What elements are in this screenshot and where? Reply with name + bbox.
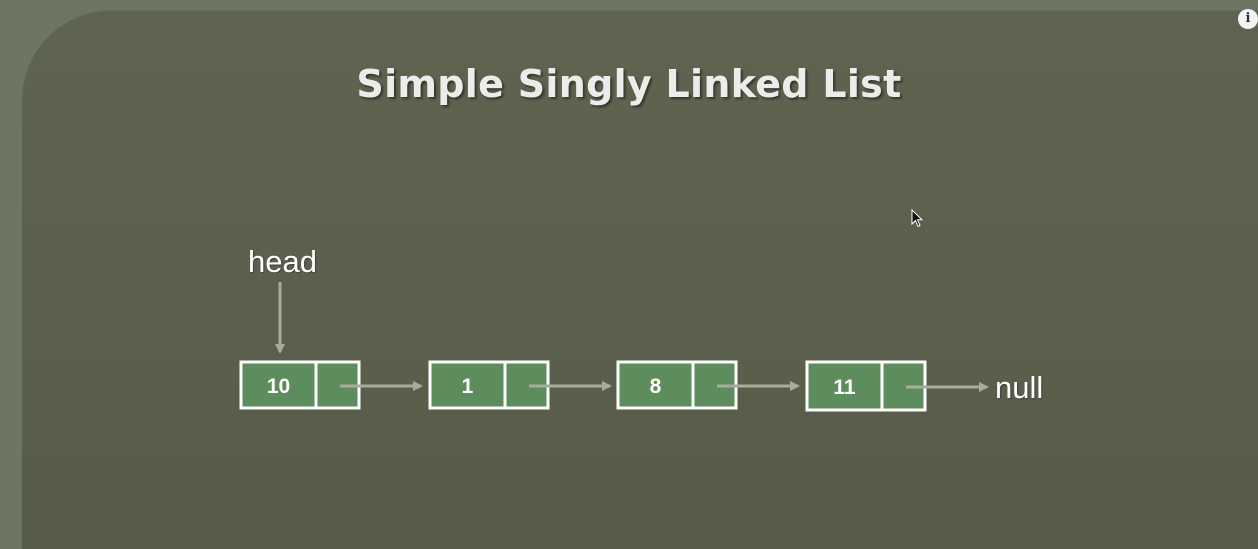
info-icon[interactable]: i xyxy=(1238,9,1258,29)
node-value: 1 xyxy=(462,375,474,398)
node-value: 10 xyxy=(267,375,290,398)
list-node: 1 xyxy=(428,360,550,410)
mouse-pointer-icon xyxy=(911,209,924,228)
list-node: 8 xyxy=(616,360,738,410)
node-data-cell xyxy=(428,360,507,410)
list-node: 11 xyxy=(805,360,927,412)
node-data-cell xyxy=(805,360,884,412)
slide-title: Simple Singly Linked List xyxy=(356,62,902,106)
head-label: head xyxy=(248,244,317,279)
node-value: 8 xyxy=(650,375,662,398)
node-data-cell xyxy=(616,360,695,410)
node-value: 11 xyxy=(833,376,856,399)
slide-background xyxy=(22,10,1258,549)
list-node: 10 xyxy=(239,360,361,410)
null-label: null xyxy=(995,370,1043,405)
